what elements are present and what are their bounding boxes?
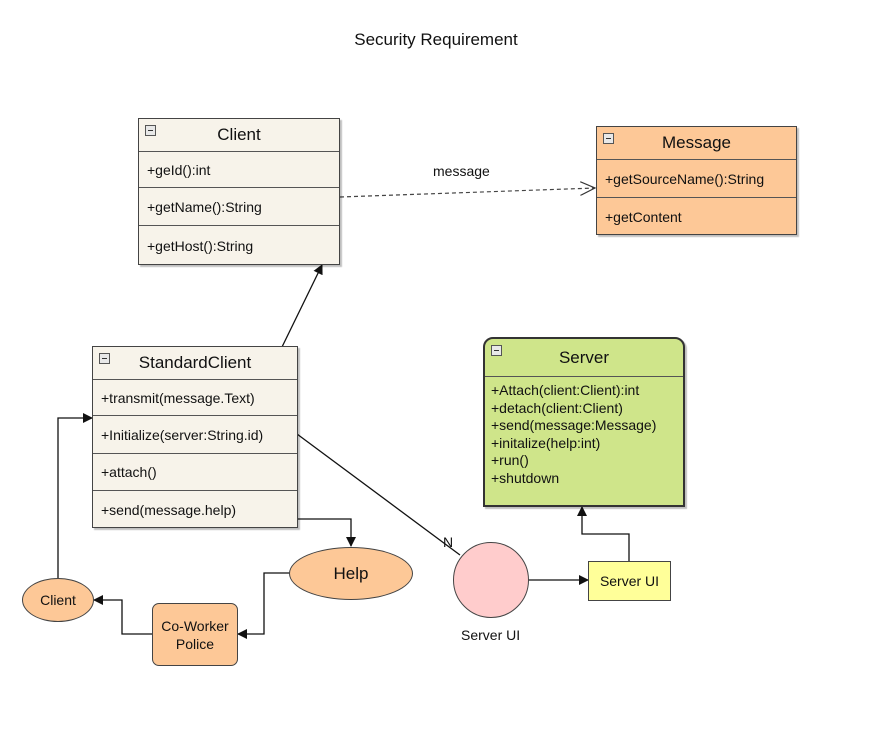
standardclient-op-2: +Initialize(server:String.id) (93, 416, 297, 454)
message-class[interactable]: Message +getSourceName():String +getCont… (596, 126, 797, 235)
help-node[interactable]: Help (289, 547, 413, 600)
standardclient-class-name: StandardClient (138, 353, 252, 372)
server-op-4: +initalize(help:int) (491, 434, 601, 451)
server-op-5: +run() (491, 452, 529, 468)
standardclient-class[interactable]: StandardClient +transmit(message.Text) +… (92, 346, 298, 528)
help-label: Help (333, 563, 369, 583)
client-class-header: Client (139, 119, 339, 152)
collapse-icon[interactable] (145, 125, 156, 136)
inheritance-line (281, 264, 323, 348)
client-op-2: +getName():String (139, 188, 339, 226)
message-op-2: +getContent (605, 208, 682, 225)
server-op-3: +send(message:Message) (491, 417, 657, 433)
multiplicity-label: N (443, 534, 454, 550)
standardclient-op-3: +attach() (93, 454, 297, 491)
server-class[interactable]: Server +Attach(client:Client):int +detac… (483, 337, 685, 507)
server-ui-box[interactable]: Server UI (588, 561, 671, 601)
help-to-coworker-line (237, 572, 290, 639)
client-node-label: Client (40, 592, 76, 608)
server-op-6: +shutdown (491, 469, 560, 486)
server-ui-circle[interactable] (453, 542, 529, 618)
client-node[interactable]: Client (22, 578, 94, 622)
client-op-1: +geId():int (139, 152, 339, 188)
client-op-3: +getHost():String (147, 237, 254, 254)
server-ui-box-label: Server UI (599, 573, 660, 589)
server-class-name: Server (558, 347, 610, 367)
client-to-standardclient-line (57, 413, 93, 578)
standardclient-class-header: StandardClient (93, 347, 297, 380)
standardclient-to-serverui-line (296, 433, 461, 556)
collapse-icon[interactable] (491, 345, 502, 356)
coworker-police-node[interactable]: Co-Worker Police (152, 603, 238, 666)
server-class-header: Server (485, 339, 683, 377)
message-class-name: Message (662, 133, 731, 152)
server-ui-circle-label: Server UI (461, 627, 521, 643)
coworker-to-client-line (93, 595, 153, 635)
serverui-box-to-server-line (577, 506, 630, 561)
client-class[interactable]: Client +geId():int +getName():String +ge… (138, 118, 340, 265)
standardclient-op-1: +transmit(message.Text) (93, 380, 297, 416)
message-dependency-line (339, 188, 595, 198)
coworker-police-label: Co-Worker Police (161, 617, 229, 652)
client-class-name: Client (217, 125, 261, 144)
diagram-title: Security Requirement (354, 30, 518, 49)
message-op-1: +getSourceName():String (597, 160, 796, 198)
message-class-header: Message (597, 127, 796, 160)
server-op-2: +detach(client:Client) (491, 399, 623, 416)
standardclient-op-4: +send(message.help) (101, 501, 237, 518)
message-relation-label: message (433, 163, 490, 179)
server-op-1: +Attach(client:Client):int (491, 382, 640, 398)
standardclient-to-help-line (297, 518, 356, 547)
collapse-icon[interactable] (603, 133, 614, 144)
server-operations: +Attach(client:Client):int +detach(clien… (485, 377, 683, 492)
collapse-icon[interactable] (99, 353, 110, 364)
